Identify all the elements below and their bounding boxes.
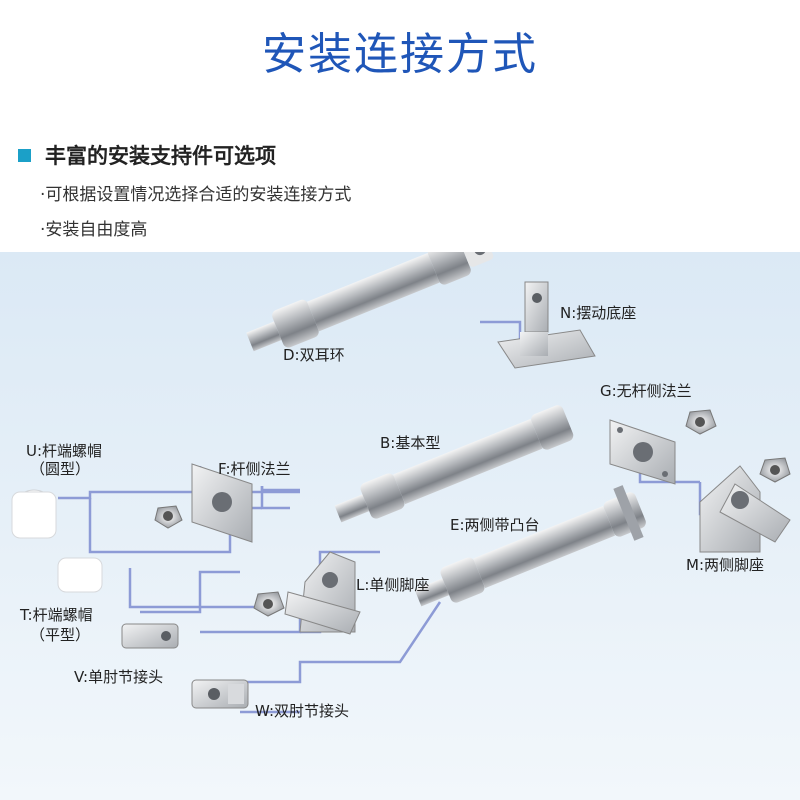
label-t: T:杆端螺帽 [20, 606, 93, 624]
label-n: N:摆动底座 [560, 304, 637, 322]
label-u-sub: （圆型） [30, 460, 91, 478]
label-e: E:两侧带凸台 [450, 516, 540, 534]
round-rod-nut-icon [11, 489, 57, 539]
feature-heading-text: 丰富的安装支持件可选项 [45, 144, 276, 168]
label-b: B:基本型 [380, 434, 441, 452]
flat-rod-nut-icon [57, 557, 103, 593]
feature-heading: 丰富的安装支持件可选项 [18, 140, 718, 170]
cylinder-e-icon [414, 485, 646, 607]
feature-bullet-1: ·可根据设置情况选择合适的安装连接方式 [40, 185, 352, 205]
label-m: M:两侧脚座 [686, 556, 764, 574]
label-g: G:无杆侧法兰 [600, 382, 692, 400]
double-foot-icon [699, 457, 791, 553]
double-knuckle-icon [191, 679, 249, 709]
single-foot-icon [253, 551, 361, 635]
mounting-diagram: N:摆动底座 D:双耳环 G:无杆侧法兰 U:杆端螺帽 （圆型） B:基本型 F… [0, 252, 800, 800]
label-v: V:单肘节接头 [74, 668, 164, 686]
diagram-graphics [11, 252, 791, 714]
feature-bullet-2: ·安装自由度高 [40, 220, 148, 240]
label-u: U:杆端螺帽 [26, 442, 103, 460]
label-f: F:杆侧法兰 [218, 460, 291, 478]
rod-flange-icon [154, 463, 253, 543]
cylinder-b-icon [334, 405, 574, 523]
page-title: 安装连接方式 [262, 29, 538, 80]
cylinder-d-icon [246, 252, 494, 352]
feature-section: 丰富的安装支持件可选项 ·可根据设置情况选择合适的安装连接方式 ·安装自由度高 [18, 140, 718, 240]
label-w: W:双肘节接头 [255, 702, 350, 720]
swing-base-icon [497, 281, 596, 369]
head-flange-icon [609, 409, 717, 485]
single-knuckle-icon [121, 623, 179, 649]
label-d: D:双耳环 [283, 346, 345, 364]
label-l: L:单侧脚座 [356, 576, 430, 594]
square-bullet-icon [18, 148, 31, 162]
label-t-sub: （平型） [30, 626, 91, 644]
